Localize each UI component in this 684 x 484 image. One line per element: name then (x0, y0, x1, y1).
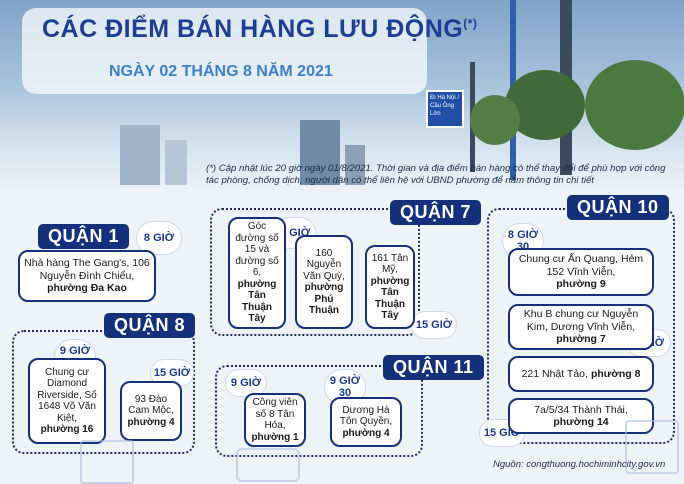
page-subtitle: NGÀY 02 THÁNG 8 NĂM 2021 (109, 63, 333, 80)
district-q11-label: QUẬN 11 (383, 355, 484, 380)
tree (585, 60, 684, 150)
building-illustration (80, 440, 134, 484)
building-illustration (625, 420, 679, 474)
road-sign: Đi Hà Nội / Cầu Ông Lớn (426, 90, 464, 128)
district-q8-label: QUẬN 8 (104, 313, 196, 338)
q1-location-1: Nhà hàng The Gang's, 106 Nguyễn Đình Chi… (18, 250, 156, 302)
district-q10-label: QUẬN 10 (567, 195, 669, 220)
q7-location-2: 160 Nguyễn Văn Quỳ,phường Phú Thuận (295, 235, 353, 329)
q8-location-2: 93 Đào Cam Mộc,phường 4 (120, 381, 182, 441)
building (120, 125, 160, 185)
q10-location-2: Khu B chung cư Nguyễn Kim, Dương Vĩnh Vi… (508, 304, 654, 350)
district-q1-label: QUẬN 1 (38, 224, 130, 249)
source-credit: Nguồn: congthuong.hochiminhcity.gov.vn (493, 459, 666, 470)
building (345, 145, 365, 185)
q7-time-badge-2: 15 GIỜ (412, 312, 456, 338)
q10-location-3: 221 Nhật Tảo,phường 8 (508, 356, 654, 392)
truck-illustration (236, 448, 300, 482)
q11-panel (215, 365, 423, 457)
tree (470, 95, 520, 145)
q11-location-1: Công viên số 8 Tân Hóa,phường 1 (244, 393, 306, 447)
update-note: (*) Cập nhật lúc 20 giờ ngày 01/8/2021. … (206, 163, 666, 186)
q7-panel (210, 208, 420, 336)
page-title: CÁC ĐIỂM BÁN HÀNG LƯU ĐỘNG(*) (42, 15, 478, 43)
q8-panel (12, 330, 195, 454)
building (165, 140, 187, 185)
building (300, 120, 340, 185)
q1-time-badge: 8 GIỜ (137, 222, 181, 254)
q7-location-1: Góc đường số 15 và đường số 6,phường Tân… (228, 217, 286, 329)
q10-location-1: Chung cư Ấn Quang, Hẻm 152 Vĩnh Viễn,phư… (508, 248, 654, 296)
title-box (22, 8, 427, 94)
q10-location-4: 7a/5/34 Thành Thái,phường 14 (508, 398, 654, 434)
q11-location-2: Dương Hà Tôn Quyền,phường 4 (330, 397, 402, 447)
q8-location-1: Chung cư Diamond Riverside, Số 1648 Võ V… (28, 358, 106, 444)
district-q7-label: QUẬN 7 (390, 200, 482, 225)
q7-location-3: 161 Tân Mỹ,phường Tân Thuận Tây (365, 245, 415, 329)
q11-time-badge-1: 9 GIỜ (226, 370, 266, 396)
